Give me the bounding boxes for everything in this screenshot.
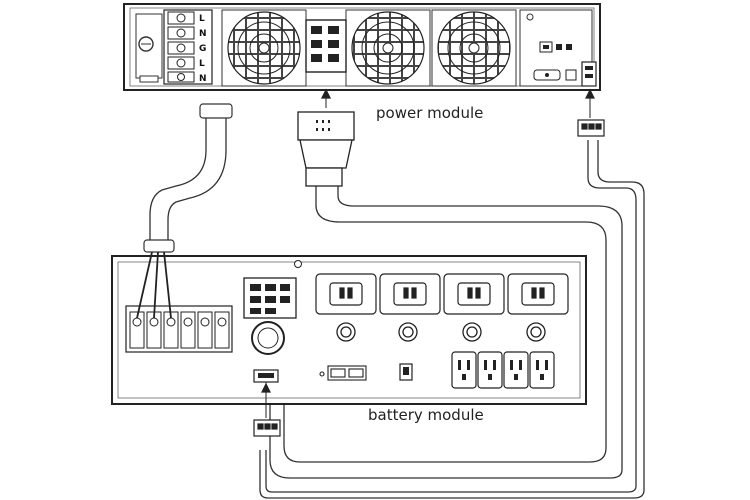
comm-plug-bottom bbox=[253, 382, 281, 437]
comm-cable-inner bbox=[259, 140, 645, 499]
power-module-label: power module bbox=[376, 104, 484, 122]
power-cable-plug bbox=[297, 88, 355, 187]
terminal-letter-3: G bbox=[199, 44, 206, 54]
cable-sheath bbox=[143, 103, 233, 253]
battery-terminal-block bbox=[125, 305, 233, 353]
outlet-row-bottom bbox=[451, 351, 555, 389]
breakers bbox=[336, 322, 546, 342]
battery-module bbox=[111, 251, 587, 405]
outlet-row-top bbox=[315, 273, 569, 315]
terminal-letter-1: L bbox=[199, 14, 205, 24]
ac-input-cable bbox=[149, 116, 207, 248]
comm-cable-outer bbox=[265, 140, 637, 493]
rj-ports bbox=[319, 365, 367, 381]
battery-power-port bbox=[251, 321, 285, 355]
fan-1 bbox=[221, 9, 307, 87]
fan-2 bbox=[345, 9, 431, 87]
power-module: L N G L N bbox=[123, 3, 601, 91]
terminal-letter-4: L bbox=[199, 59, 205, 69]
terminal-letter-2: N bbox=[199, 29, 207, 39]
terminal-letter-5: N bbox=[199, 74, 207, 84]
battery-connector-block bbox=[243, 277, 297, 319]
fan-3 bbox=[431, 9, 517, 87]
comm-plug-top bbox=[577, 88, 605, 137]
power-terminal-block: L N G L N bbox=[163, 9, 213, 85]
battery-module-label: battery module bbox=[368, 406, 484, 424]
power-output-connector bbox=[305, 19, 347, 73]
